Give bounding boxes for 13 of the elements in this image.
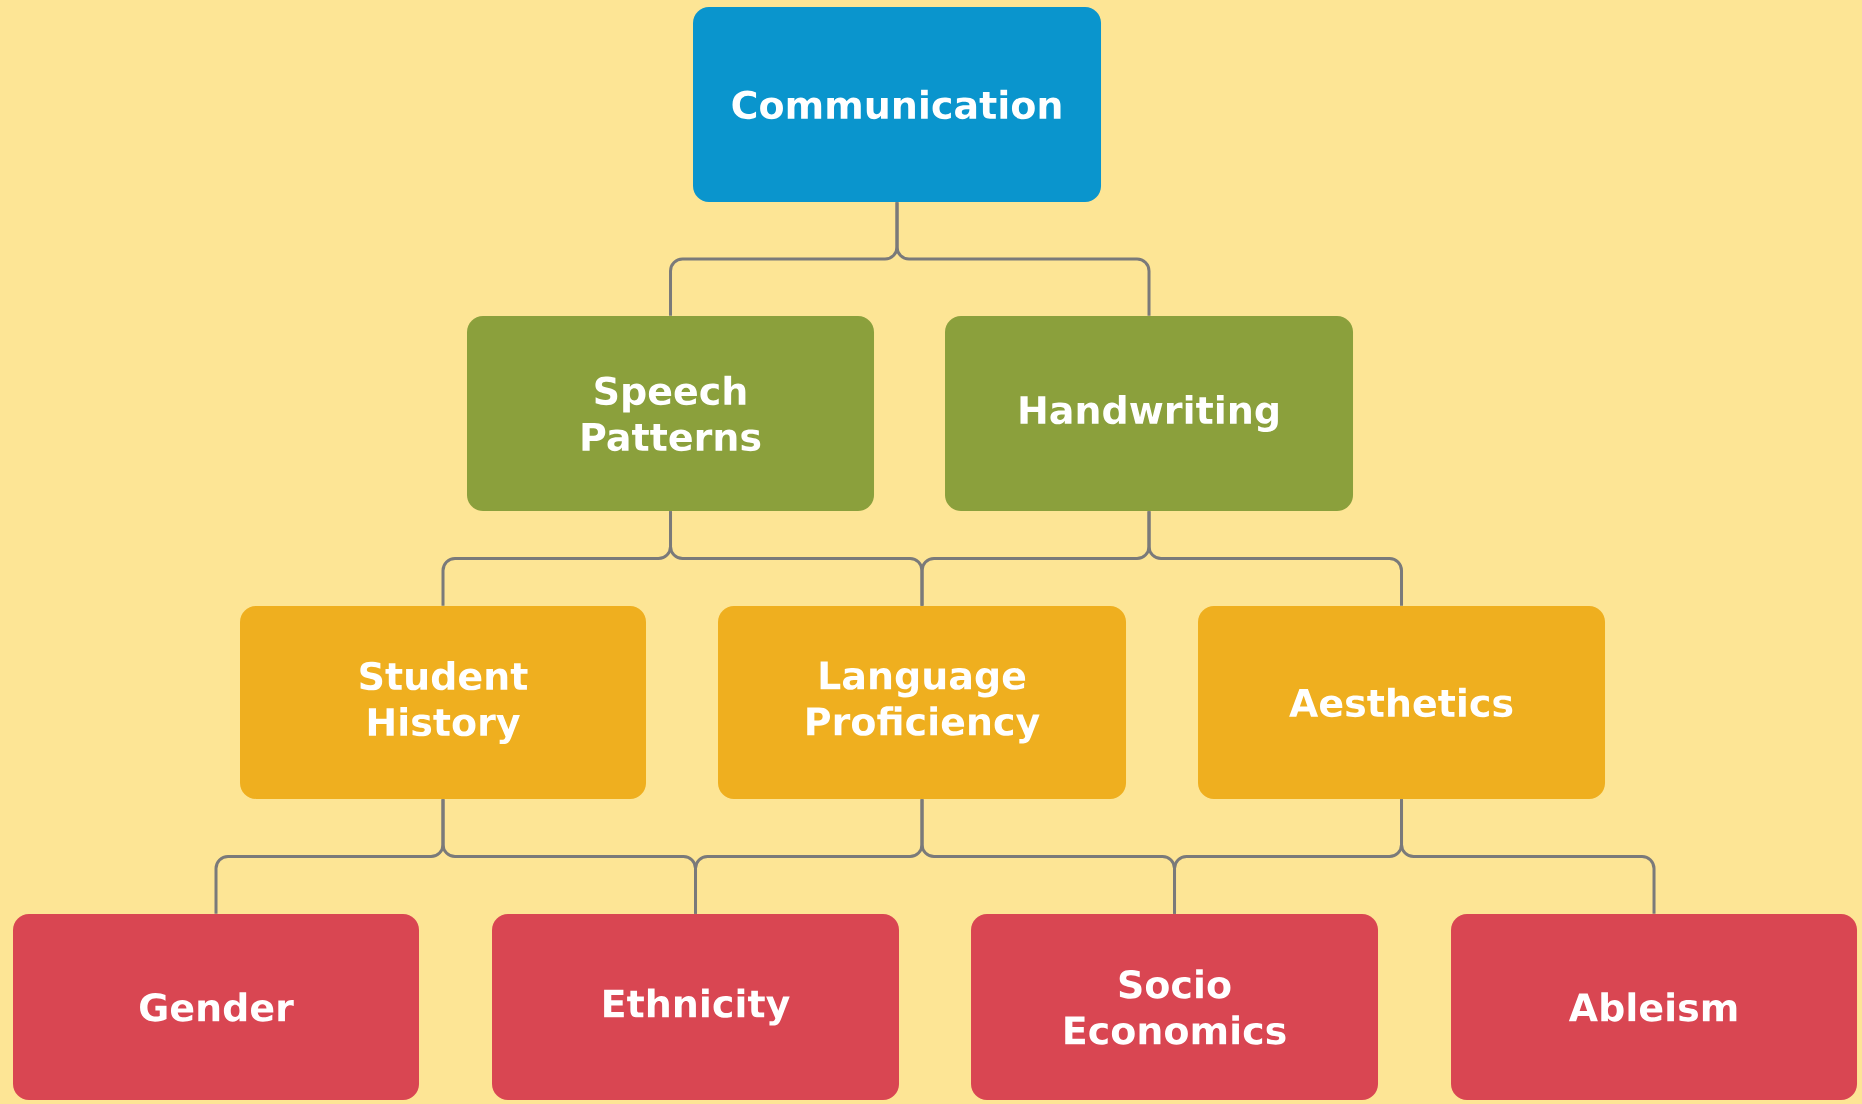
tree-box: Handwriting: [945, 316, 1353, 511]
tree-box: Socio Economics: [971, 914, 1378, 1100]
tree-box: Speech Patterns: [467, 316, 874, 511]
tree-box: Gender: [13, 914, 419, 1100]
tree-box: Aesthetics: [1198, 606, 1605, 799]
connector-line: [895, 202, 1151, 316]
tree-box: Student History: [240, 606, 646, 799]
tree-box: Ethnicity: [492, 914, 899, 1100]
tree-box: Communication: [693, 7, 1101, 202]
connector-line: [1400, 799, 1656, 914]
tree-box: Ableism: [1451, 914, 1857, 1100]
tree-box: Language Proficiency: [718, 606, 1126, 799]
connector-line: [1147, 511, 1403, 606]
